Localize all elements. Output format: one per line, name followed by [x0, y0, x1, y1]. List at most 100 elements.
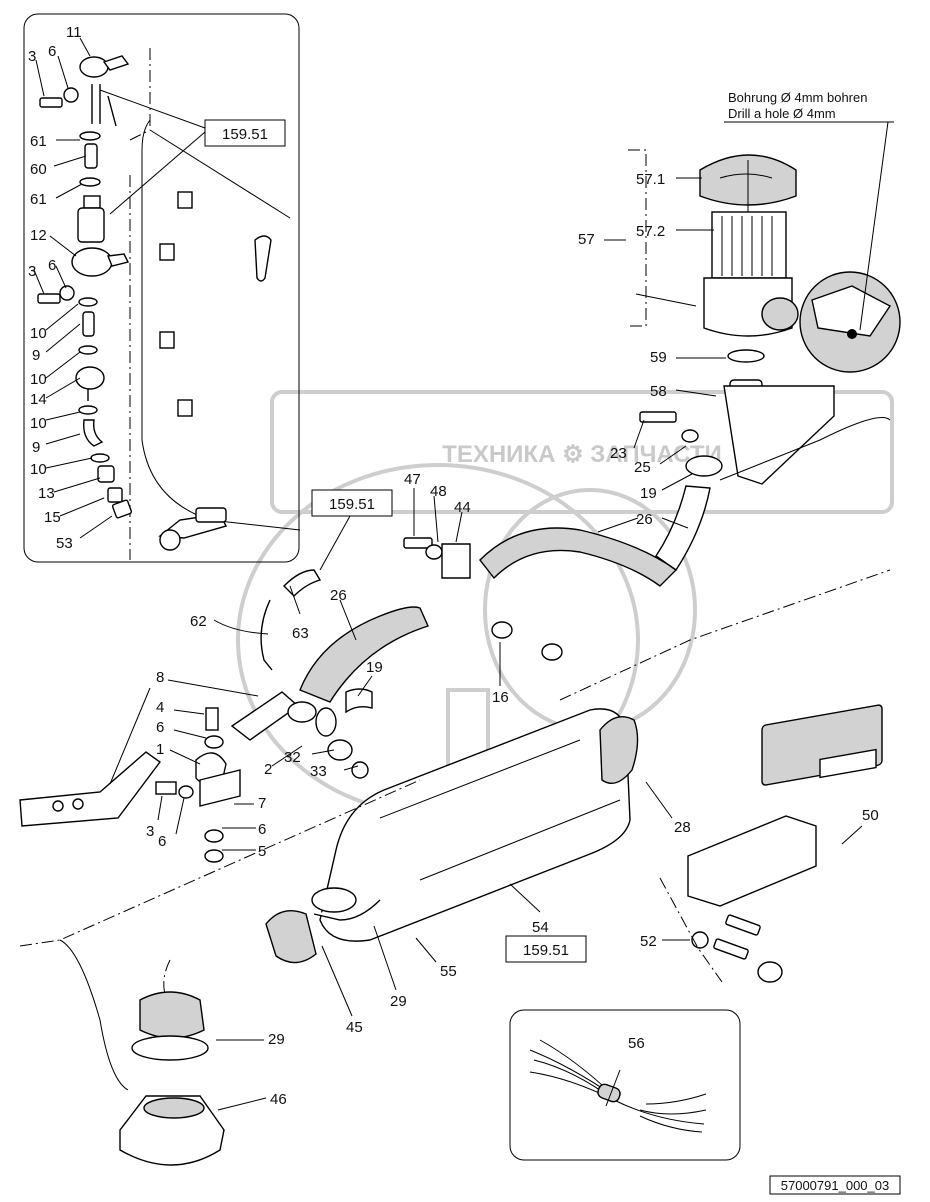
nut-52	[691, 931, 709, 949]
callout-53: 53	[56, 535, 73, 552]
detail-frame	[23, 13, 300, 563]
callout-13: 13	[38, 485, 55, 502]
callout-29: 29	[268, 1031, 285, 1048]
callout-50: 50	[862, 807, 879, 824]
bolt-3-top	[39, 97, 63, 108]
reference-box-bottom: 159.51	[505, 935, 587, 963]
leader-lines-silencer	[604, 121, 894, 529]
connector-13	[97, 465, 115, 483]
leader-lines-mount	[109, 679, 359, 851]
callout-57-2: 57.2	[636, 223, 665, 240]
reference-box-middle: 159.51	[311, 489, 393, 517]
plate-7	[199, 769, 241, 807]
callout-25: 25	[634, 459, 651, 476]
callout-48: 48	[430, 483, 447, 500]
nut-53	[111, 499, 133, 519]
washer-6-bottom	[204, 829, 224, 843]
svg-text:159.51: 159.51	[329, 496, 375, 513]
callout-3: 3	[146, 823, 154, 840]
cap	[757, 961, 783, 983]
clamp-11	[79, 56, 109, 78]
boundary-lower	[19, 569, 891, 947]
callout-9: 9	[32, 439, 40, 456]
bolt-47	[403, 537, 433, 549]
washer-25	[681, 429, 699, 443]
callout-3: 3	[28, 48, 36, 65]
drawing-number-box: 57000791_000_03	[769, 1175, 901, 1195]
callout-19: 19	[366, 659, 383, 676]
hose-62	[260, 599, 273, 671]
bolt-23	[639, 411, 677, 423]
clamp-59	[727, 349, 765, 363]
callout-44: 44	[454, 499, 471, 516]
clamp-29-duct	[131, 1035, 209, 1061]
callout-7: 7	[258, 795, 266, 812]
callout-57: 57	[578, 231, 595, 248]
hose-26-lower	[299, 606, 429, 703]
controller-50	[659, 704, 883, 983]
callout-10: 10	[30, 325, 47, 342]
clip-10-c	[78, 405, 98, 415]
callout-46: 46	[270, 1091, 287, 1108]
clamp-19-low	[345, 688, 373, 714]
callout-4: 4	[156, 699, 164, 716]
harness-frame	[509, 1009, 741, 1161]
mount-plate-outline	[141, 119, 301, 531]
wiring-harness-56	[529, 1039, 707, 1133]
callout-52: 52	[640, 933, 657, 950]
grommet-16	[491, 621, 513, 639]
bolt-3-low	[155, 781, 177, 795]
leader-lines-hoses	[213, 488, 639, 697]
callout-19: 19	[640, 485, 657, 502]
callout-61: 61	[30, 191, 47, 208]
plate-slots	[159, 191, 272, 417]
clamp-12	[71, 247, 113, 277]
silencer-body-57-2	[711, 211, 787, 279]
callout-28: 28	[674, 819, 691, 836]
leader-lines-detail	[33, 37, 291, 539]
bracket-44	[441, 543, 471, 579]
watermark-frame	[270, 390, 894, 514]
callout-14: 14	[30, 391, 47, 408]
bolt-3-mid	[37, 293, 61, 304]
callout-9: 9	[32, 347, 40, 364]
washer-6-top	[63, 87, 79, 103]
callout-11: 11	[66, 24, 82, 41]
svg-text:159.51: 159.51	[222, 126, 268, 143]
callout-labels: 11 3 6 61 60 61 12 3 6 10 9 10 14 10 9 1…	[28, 24, 879, 1108]
gasket-plate	[687, 815, 817, 907]
callout-61: 61	[30, 133, 47, 150]
callout-58: 58	[650, 383, 667, 400]
fuel-line-parts	[37, 55, 228, 551]
callout-1: 1	[156, 741, 164, 758]
clamp-2	[315, 707, 337, 737]
callout-6: 6	[156, 719, 164, 736]
callout-32: 32	[284, 749, 301, 766]
drill-note-english: Drill a hole Ø 4mm	[728, 106, 836, 121]
callout-12: 12	[30, 227, 47, 244]
display	[819, 748, 877, 779]
callout-15: 15	[44, 509, 61, 526]
cap-45	[265, 910, 317, 964]
callout-2: 2	[264, 761, 272, 778]
hose-end	[139, 991, 205, 1039]
callout-10: 10	[30, 461, 47, 478]
hoses	[260, 527, 678, 714]
clip-10-d	[90, 453, 110, 463]
clip-61-b	[79, 177, 101, 187]
leader-lines-heater	[321, 781, 673, 1017]
washer-48	[425, 544, 443, 560]
clip-61-a	[79, 131, 101, 141]
callout-47: 47	[404, 471, 421, 488]
callout-8: 8	[156, 669, 164, 686]
watermark-text: ТЕХНИКА ⚙ ЗАПЧАСТИ	[442, 441, 722, 468]
washer-6-low	[178, 785, 194, 799]
nut-5	[204, 849, 224, 863]
screw-a	[725, 914, 761, 936]
pump-body	[77, 207, 105, 243]
clip-10-b	[78, 345, 98, 355]
callout-45: 45	[346, 1019, 363, 1036]
callout-3: 3	[28, 263, 36, 280]
callout-29: 29	[390, 993, 407, 1010]
callout-6: 6	[158, 833, 166, 850]
